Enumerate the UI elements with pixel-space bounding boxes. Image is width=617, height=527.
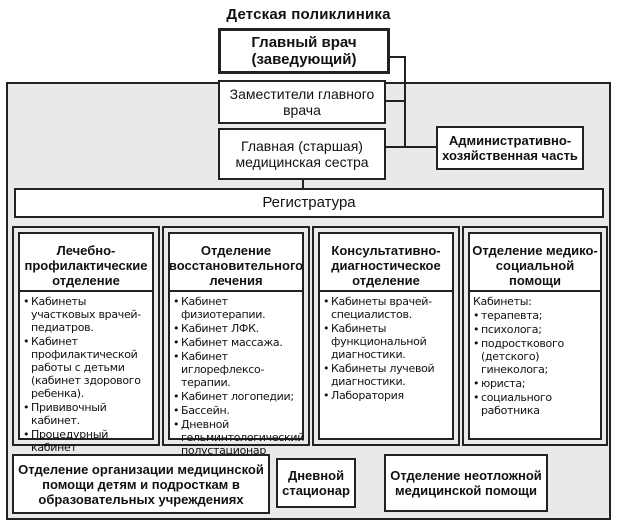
list-item: Кабинет ЛФК. — [173, 322, 299, 335]
list-item: Кабинеты участковых врачей-педиатров. — [23, 295, 149, 334]
deputies-box: Заместители главного врача — [218, 80, 386, 124]
department-items-panel: Кабинет физиотерапии. Кабинет ЛФК. Кабин… — [168, 290, 304, 457]
department-items-panel: Кабинеты участковых врачей-педиатров. Ка… — [18, 290, 154, 454]
list-item: Кабинет профилактической работы с детьми… — [23, 335, 149, 400]
list-item: Процедурный кабинет — [23, 428, 149, 454]
list-item: Кабинет физиотерапии. — [173, 295, 299, 321]
department-title: Отделение восстановительного лечения — [168, 232, 304, 298]
department-items-panel: Кабинеты врачей-специалистов. Кабинеты ф… — [318, 290, 454, 440]
emergency-department-box: Отделение неотложной медицинской помощи — [384, 454, 548, 512]
list-item: Кабинеты функциональной диагностики. — [323, 322, 449, 361]
list-item: Кабинет логопедии; — [173, 390, 299, 403]
list-item: терапевта; — [473, 309, 597, 322]
department-column: Консультативно-диагностическое отделение… — [312, 226, 460, 446]
list-item: Дневной гельминтологический полустациона… — [173, 418, 304, 457]
list-intro: Кабинеты: — [473, 295, 532, 308]
list-item: психолога; — [473, 323, 597, 336]
list-item: Кабинет массажа. — [173, 336, 299, 349]
department-title: Отделение медико-социальной помощи — [468, 232, 602, 298]
registry-box: Регистратура — [14, 188, 604, 218]
list-item: Кабинеты лучевой диагностики. — [323, 362, 449, 388]
connector-to-deputies — [386, 100, 406, 102]
department-column: Отделение восстановительного лечения Каб… — [162, 226, 310, 457]
connector-nurse-registry — [302, 180, 304, 190]
list-item: Прививочный кабинет. — [23, 401, 149, 427]
department-column: Лечебно-профилактические отделение Кабин… — [12, 226, 160, 454]
head-nurse-box: Главная (старшая) медицинская сестра — [218, 128, 386, 180]
schools-department-box: Отделение организации медицинской помощи… — [12, 454, 270, 514]
department-column: Отделение медико-социальной помощи Кабин… — [462, 226, 608, 446]
list-item: Бассейн. — [173, 404, 299, 417]
department-title: Консультативно-диагностическое отделение — [318, 232, 454, 298]
connector-chief-right — [390, 56, 406, 58]
day-hospital-box: Дневной стационар — [276, 458, 356, 508]
list-item: Кабинет иглорефлексо-терапии. — [173, 350, 299, 389]
chief-doctor-box: Главный врач (заведующий) — [218, 28, 390, 74]
department-items-panel: Кабинеты: терапевта; психолога; подростк… — [468, 290, 602, 440]
department-title: Лечебно-профилактические отделение — [18, 232, 154, 298]
list-item: подросткового (детского) гинеколога; — [473, 337, 597, 376]
list-item: юриста; — [473, 377, 597, 390]
connector-right-vertical — [404, 56, 406, 148]
list-item: социального работника — [473, 391, 597, 417]
diagram-title: Детская поликлиника — [226, 6, 391, 23]
connector-to-admin — [404, 146, 436, 148]
list-item: Лаборатория — [323, 389, 449, 402]
list-item: Кабинеты врачей-специалистов. — [323, 295, 449, 321]
connector-to-nurse — [386, 146, 406, 148]
admin-part-box: Административно-хозяйственная часть — [436, 126, 584, 170]
